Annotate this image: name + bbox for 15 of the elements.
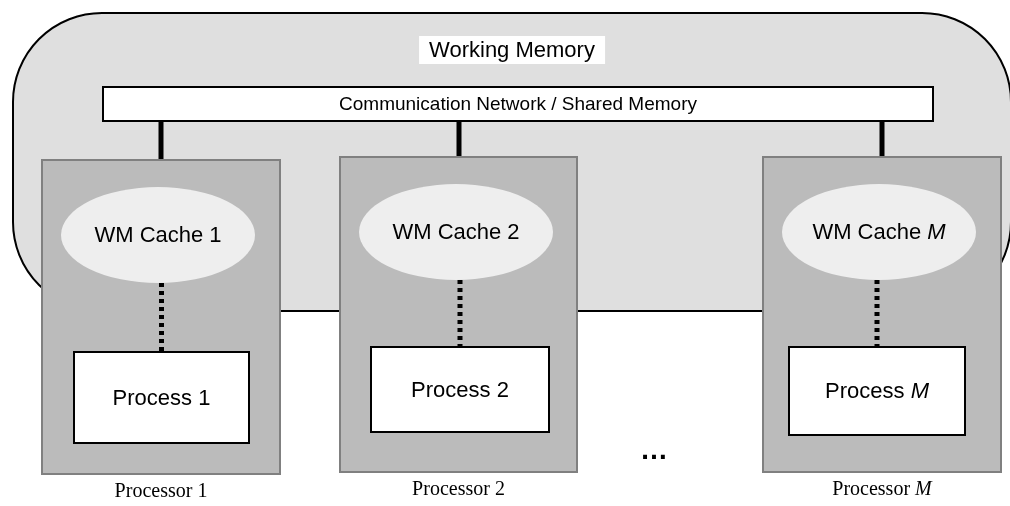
connector-line: [158, 122, 164, 159]
region-title: Working Memory: [419, 36, 605, 64]
connector-line: [879, 122, 885, 156]
processor-caption: Processor M: [832, 477, 932, 500]
dotted-connector: [159, 283, 164, 351]
process-box: Process M: [788, 346, 966, 436]
processor-caption: Processor 2: [412, 477, 505, 500]
dotted-connector: [457, 280, 463, 346]
dotted-connector: [874, 280, 880, 346]
processor-caption: Processor 1: [114, 479, 208, 502]
process-box: Process 1: [73, 351, 250, 444]
connector-line: [456, 122, 462, 156]
network-bar: Communication Network / Shared Memory: [102, 86, 934, 122]
process-box: Process 2: [370, 346, 550, 433]
ellipsis: …: [640, 434, 669, 466]
